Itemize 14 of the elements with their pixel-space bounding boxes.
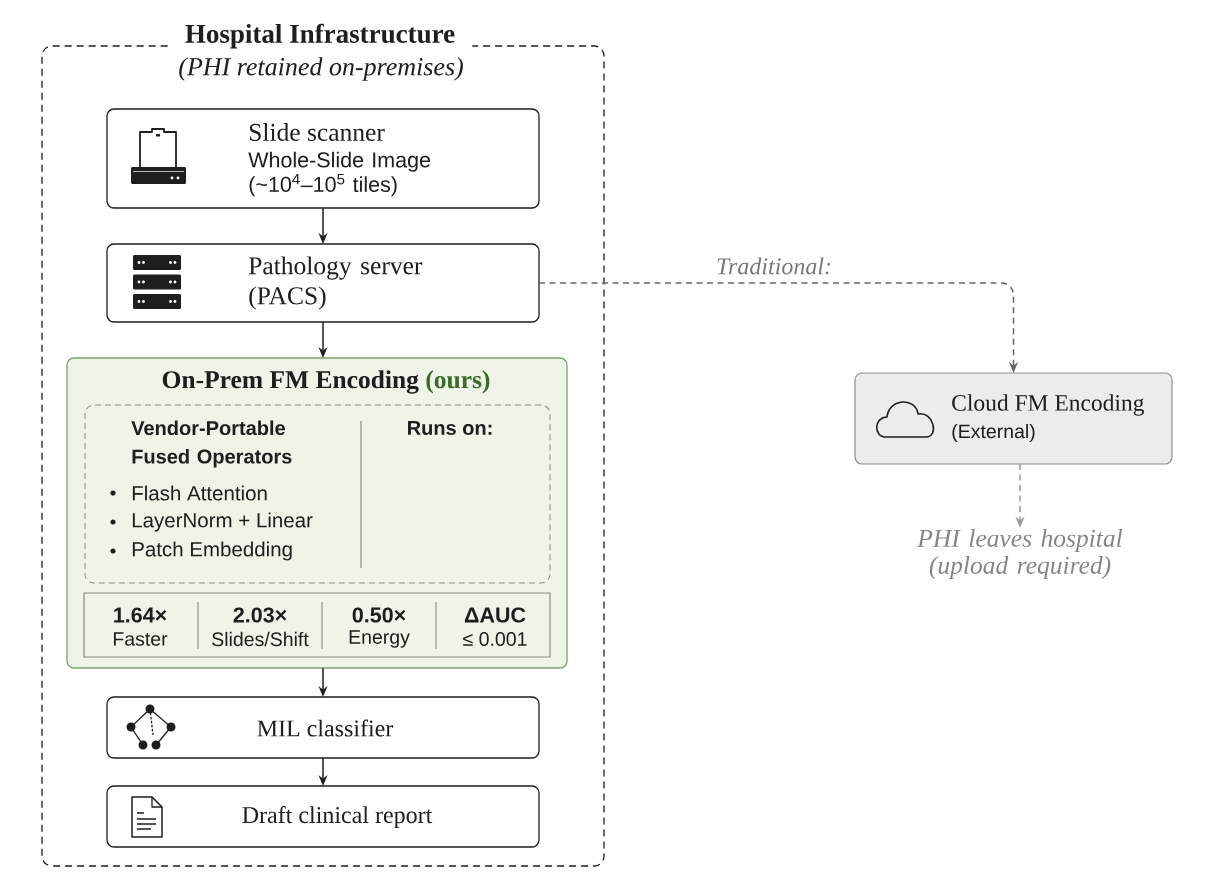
- node-label: Flash Attention: [132, 485, 267, 501]
- process-box: Pathology server (PACS): [106, 243, 540, 323]
- process-box: Cloud FM Encoding (External): [854, 372, 1173, 465]
- node-label: LayerNorm + Linear: [132, 512, 313, 532]
- note-text: PHI leaves hospital (upload required): [917, 528, 1123, 580]
- process-box: MIL classifier: [106, 696, 540, 759]
- node-label: Patch Embedding: [132, 541, 292, 561]
- metrics-table: 1.64× Faster 2.03× Slides/Shift 0.50× Energy ΔAUC ≤ 0.001: [83, 592, 551, 658]
- process-box: Slide scanner Whole-Slide Image (~10$^{4}$–10$^{5}$ tiles): [106, 108, 540, 209]
- node-label: Vendor-Portable Fused Operators: [131, 420, 292, 468]
- edge-label: Traditional:: [715, 256, 834, 276]
- process-box: Draft clinical report: [106, 785, 540, 848]
- node-label: Runs on:: [408, 421, 492, 435]
- dashed-panel: Vendor-Portable Fused Operators Runs on: Flash Attention LayerNorm + Linear Patch Embedding: [84, 404, 551, 584]
